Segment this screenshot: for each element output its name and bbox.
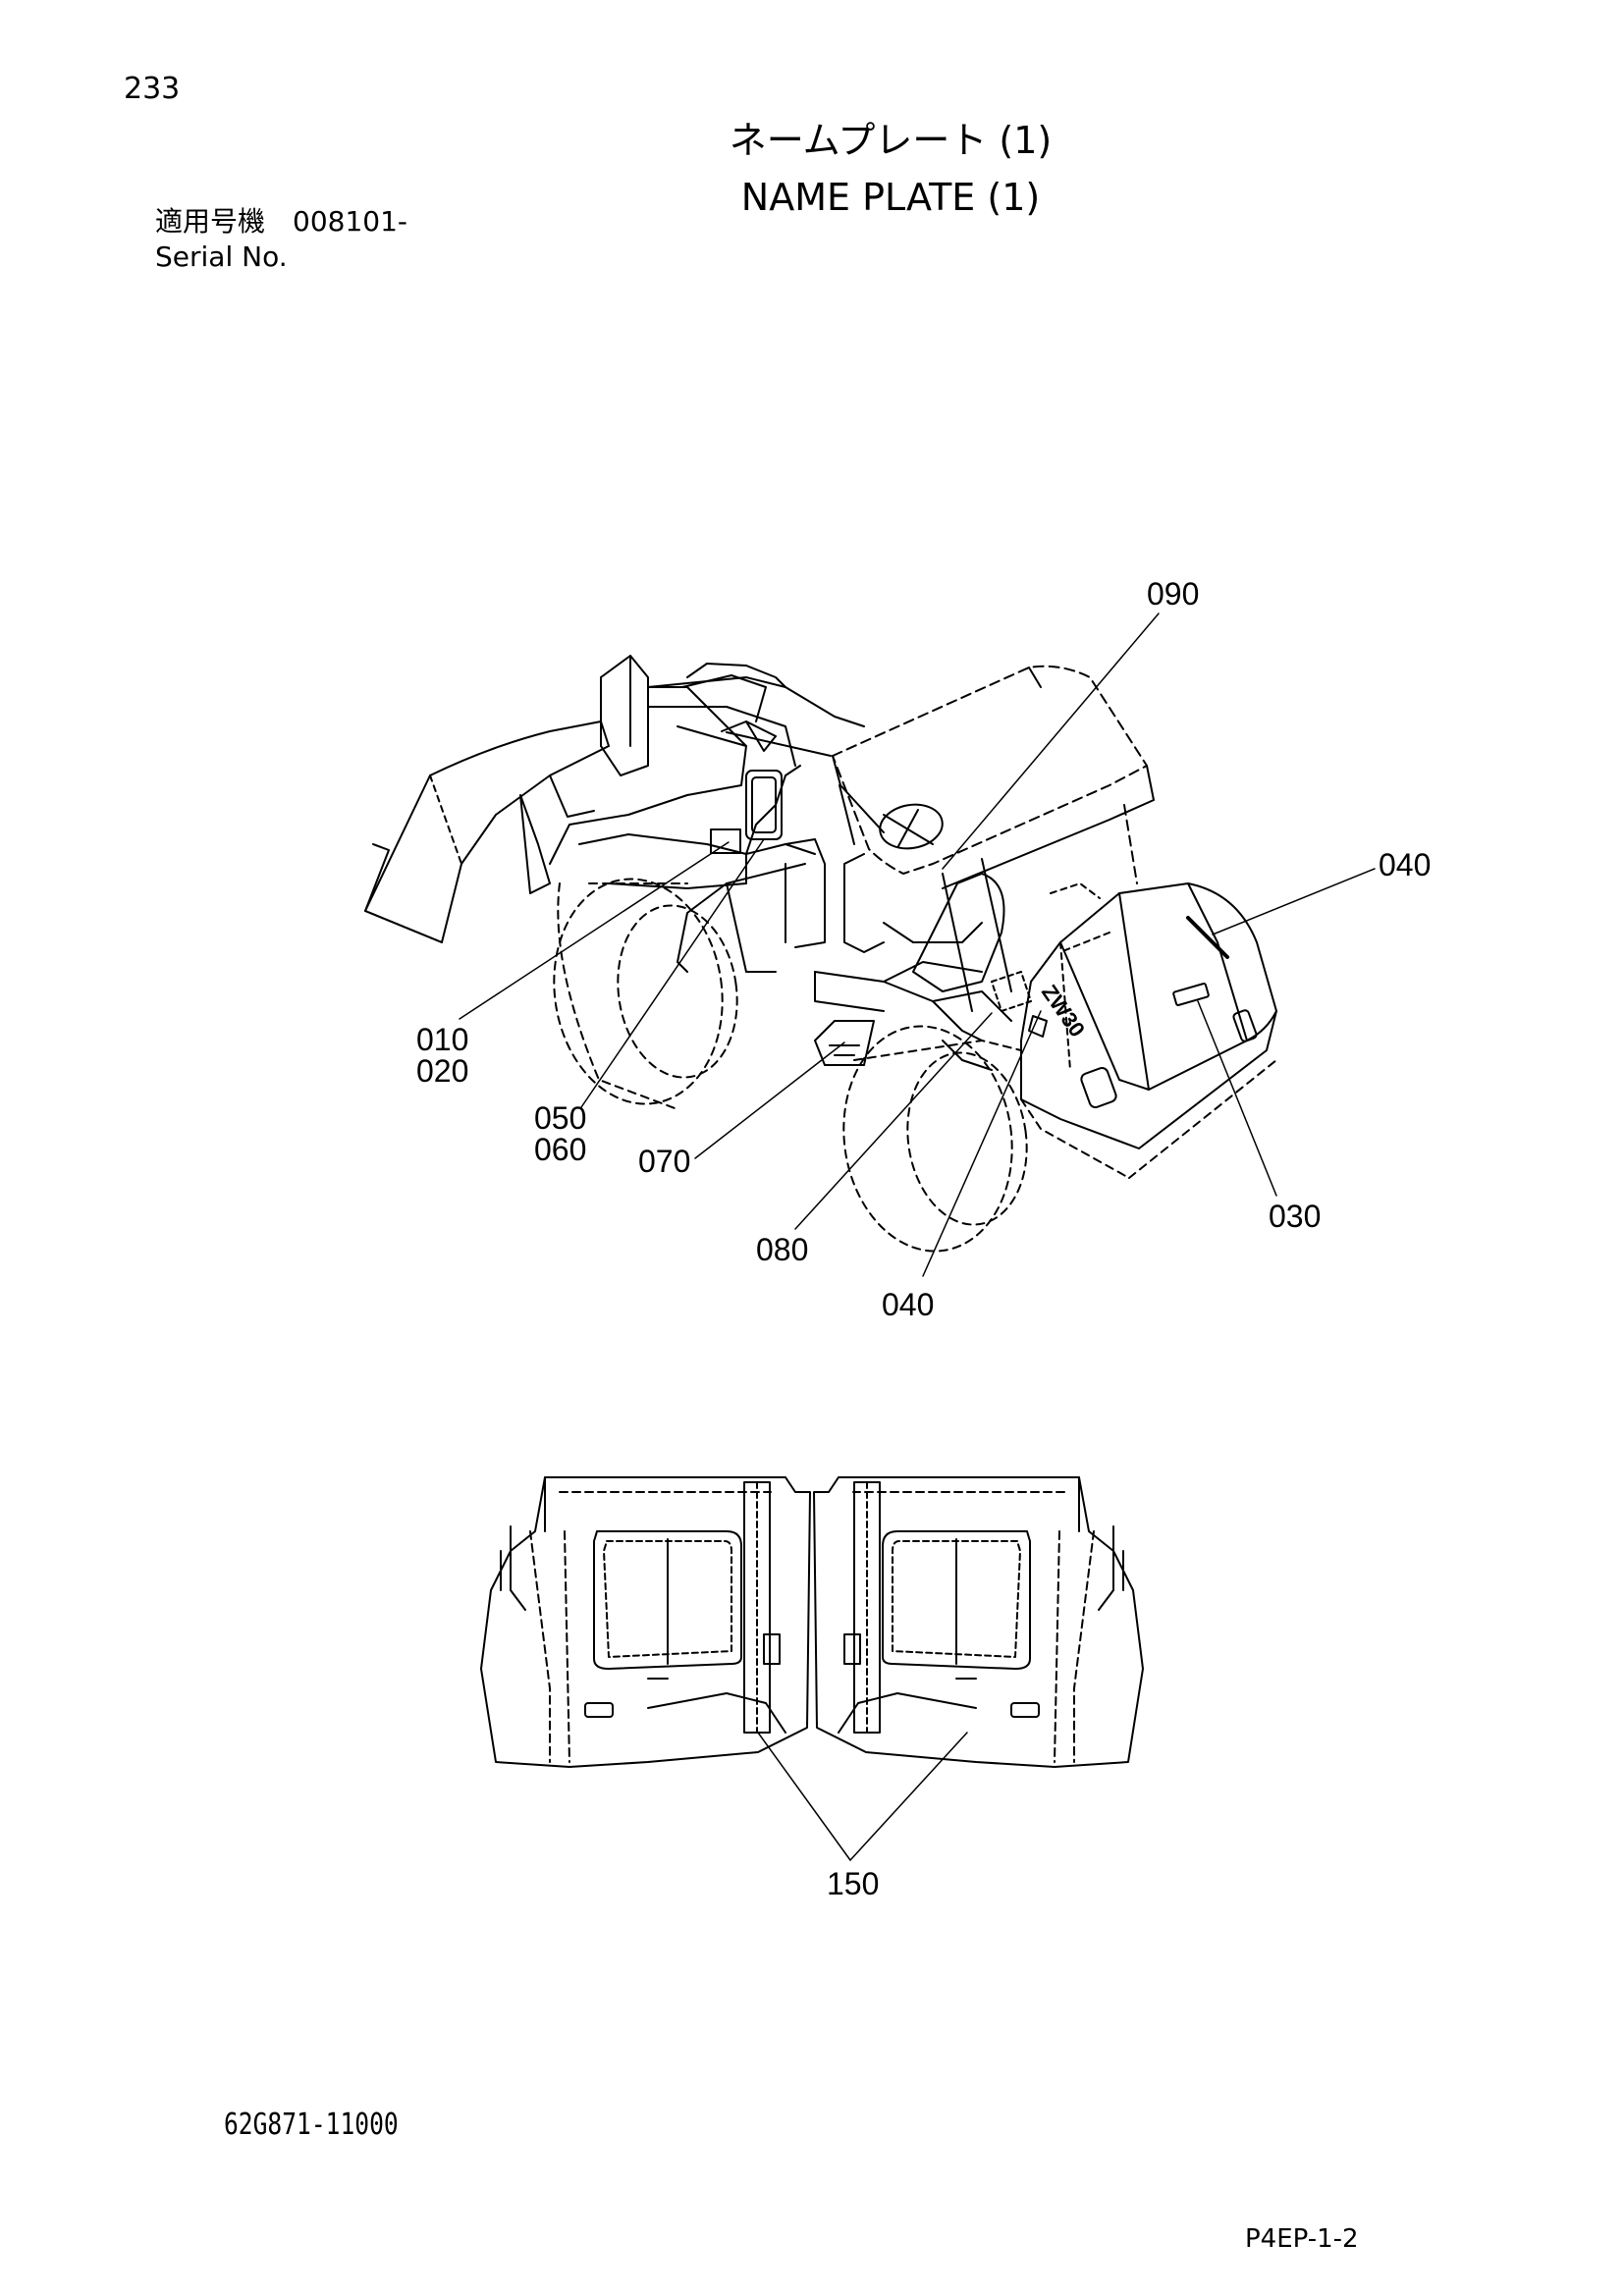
- leader-010: [459, 841, 730, 1020]
- callout-040-bottom: 040: [882, 1287, 934, 1322]
- front-wheel: [553, 878, 738, 1105]
- wheel-loader-drawing: ZW30: [364, 655, 1277, 1253]
- leader-040-top: [1212, 868, 1376, 935]
- title-english: NAME PLATE (1): [740, 176, 1041, 219]
- operator-station: [785, 803, 1005, 1066]
- canopy: [832, 665, 1155, 1012]
- leader-070: [694, 1041, 845, 1159]
- cab-left: [480, 1476, 811, 1768]
- serial-label-japanese: 適用号機 008101-: [155, 205, 407, 238]
- callout-050: 050: [534, 1100, 586, 1136]
- leader-050: [580, 838, 765, 1108]
- center-frame: [814, 961, 1032, 1071]
- leader-090: [942, 613, 1160, 870]
- lift-arms: [549, 655, 865, 889]
- rear-wheel: [842, 1025, 1028, 1253]
- callout-080: 080: [756, 1232, 808, 1267]
- leader-080: [794, 1012, 993, 1230]
- leader-lines: [459, 613, 1376, 1277]
- bucket: [364, 721, 610, 943]
- engine-hood: ZW30: [1020, 882, 1277, 1179]
- leader-lines-cab: [757, 1732, 968, 1861]
- callout-030: 030: [1269, 1199, 1321, 1234]
- leader-150-left: [757, 1732, 851, 1861]
- leader-040-bottom: [922, 1010, 1042, 1277]
- decal-hitachi: [1186, 916, 1229, 959]
- callout-020: 020: [416, 1053, 468, 1089]
- page-number: 233: [124, 72, 181, 106]
- page-reference: P4EP-1-2: [1245, 2224, 1359, 2254]
- callout-150: 150: [827, 1866, 879, 1901]
- callout-070: 070: [638, 1144, 690, 1179]
- callout-060: 060: [534, 1132, 586, 1167]
- callout-090: 090: [1147, 576, 1199, 612]
- cab-right: [813, 1476, 1144, 1768]
- title-japanese: ネームプレート (1): [729, 119, 1053, 162]
- leader-150-right: [849, 1732, 968, 1861]
- callout-040-top: 040: [1379, 847, 1431, 882]
- callout-labels: 090 040 010 020 050 060 070 080 030 040 …: [416, 576, 1431, 1901]
- part-code: 62G871-11000: [224, 2108, 399, 2142]
- serial-label-english: Serial No.: [155, 240, 288, 273]
- nameplate-030: [1172, 983, 1210, 1006]
- callout-010: 010: [416, 1022, 468, 1057]
- leader-030: [1197, 1000, 1277, 1197]
